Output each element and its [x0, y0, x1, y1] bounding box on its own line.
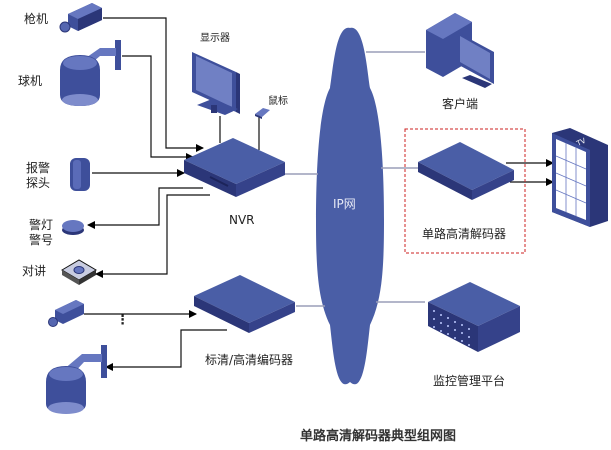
alarm-light-icon[interactable] — [62, 220, 84, 235]
monitor-icon[interactable] — [192, 52, 240, 115]
ellipsis-more-devices: ⋮ — [116, 313, 129, 328]
alarm-detector-label-line1: 报警 — [26, 161, 51, 175]
client-pc-icon[interactable] — [426, 13, 494, 88]
bullet-camera-icon[interactable] — [59, 3, 102, 33]
bullet-camera-label: 枪机 — [24, 12, 49, 26]
monitor-label: 显示器 — [200, 33, 230, 44]
intercom-label: 对讲 — [22, 264, 47, 278]
nvr-label: NVR — [229, 213, 255, 227]
dome-camera-2-icon[interactable] — [46, 345, 107, 414]
decoder-device-icon[interactable] — [418, 142, 514, 200]
link-nvr-intercom — [95, 194, 210, 278]
device-links — [84, 17, 554, 371]
bullet-camera-2-icon[interactable] — [48, 300, 85, 327]
tv-wall-icon[interactable]: TV — [552, 128, 608, 227]
mouse-icon[interactable] — [255, 108, 270, 119]
ip-network-cloud — [316, 27, 384, 385]
decoder-label: 单路高清解码器 — [422, 227, 507, 241]
intercom-icon[interactable] — [61, 259, 97, 285]
alarm-detector-label-line2: 探头 — [26, 176, 51, 190]
link-bullet-nvr — [103, 17, 204, 152]
decoder-highlight-box — [404, 128, 526, 254]
management-platform-icon[interactable] — [428, 282, 520, 352]
alarm-detector-label: 报警 探头 — [26, 161, 50, 191]
network-links — [285, 51, 425, 307]
alarm-light-label-line1: 警灯 — [29, 218, 54, 232]
encoder-label: 标清/高清编码器 — [205, 353, 294, 367]
diagram-title: 单路高清解码器典型组网图 — [300, 429, 457, 444]
link-nvr-light — [87, 187, 203, 229]
encoder-device-icon[interactable] — [194, 275, 295, 333]
ip-network-label: IP网 — [333, 197, 356, 211]
alarm-detector-icon[interactable] — [70, 158, 90, 191]
link-encoder-dome — [105, 329, 227, 371]
alarm-light-label: 警灯 警号 — [29, 218, 53, 248]
tv-label: TV — [575, 137, 588, 149]
mouse-label: 鼠标 — [268, 96, 288, 107]
dome-camera-icon[interactable] — [60, 40, 121, 106]
client-label: 客户端 — [442, 97, 479, 111]
dome-camera-label: 球机 — [18, 74, 43, 88]
alarm-light-label-line2: 警号 — [29, 233, 54, 247]
link-dome-nvr — [122, 55, 194, 161]
nvr-device-icon[interactable] — [184, 138, 285, 197]
management-platform-label: 监控管理平台 — [433, 374, 506, 388]
